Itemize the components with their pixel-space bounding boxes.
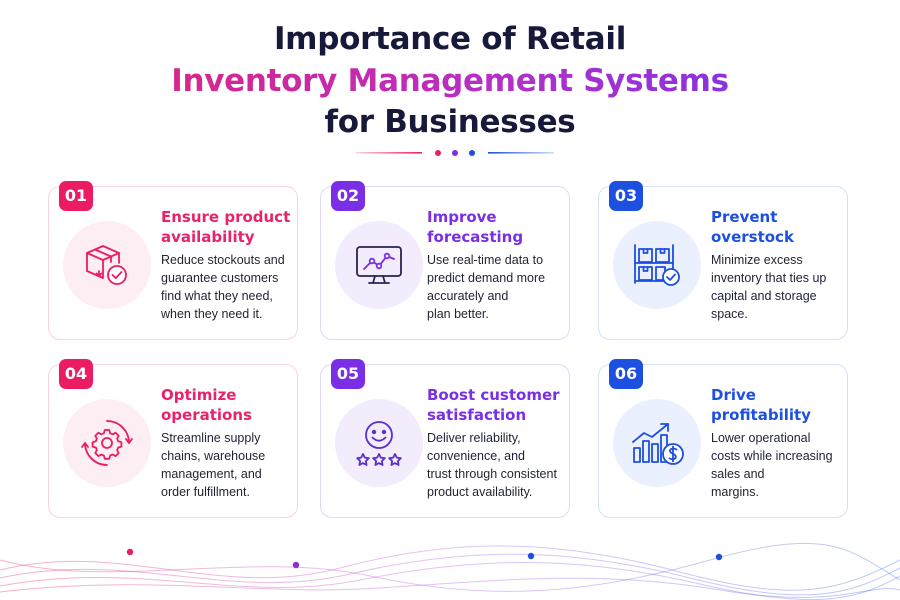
divider-dot-purple	[452, 150, 458, 156]
icon-circle	[613, 221, 701, 309]
monitor-chart-icon	[356, 246, 402, 284]
wave-dot-blue-2	[715, 553, 723, 561]
benefit-card-6: 06 Drive profitability Lower operational…	[598, 359, 848, 518]
card-description: Use real-time data to predict demand mor…	[427, 253, 546, 321]
icon-circle	[63, 221, 151, 309]
card-title: Optimize operations	[161, 386, 252, 424]
card-description: Reduce stockouts and guarantee customers…	[161, 253, 285, 321]
icon-circle	[335, 221, 423, 309]
card-number-badge: 06	[609, 359, 643, 389]
benefit-card-4: 04 Optimize operations Streamline supply…	[48, 359, 298, 518]
divider-dot-blue	[469, 150, 475, 156]
shelf-boxes-check-icon	[634, 244, 680, 286]
card-title: Drive profitability	[711, 386, 811, 424]
icon-circle	[63, 399, 151, 487]
page-title-line-1: Importance of Retail	[273, 21, 627, 57]
card-description: Lower operational costs while increasing…	[711, 431, 833, 499]
card-title: Improve forecasting	[427, 208, 524, 246]
divider-dot-pink	[435, 150, 441, 156]
benefit-card-1: 01 Ensure product availability Reduce st…	[48, 181, 298, 340]
card-description: Streamline supply chains, warehouse mana…	[161, 431, 266, 499]
benefit-card-2: 02 Improve forecasting Use real-time dat…	[320, 181, 570, 340]
benefit-card-3: 03 Prevent overstock Minimize excess inv…	[598, 181, 848, 340]
card-description: Deliver reliability, convenience, and tr…	[427, 431, 557, 499]
page-title-line-2: Inventory Management Systems	[0, 60, 900, 102]
card-title: Ensure product availability	[161, 208, 291, 246]
box-check-icon	[86, 245, 127, 285]
wave-dot-pink	[126, 548, 134, 556]
page-title-highlight: Inventory Management Systems	[171, 63, 729, 99]
title-divider	[356, 150, 554, 156]
card-number-badge: 03	[609, 181, 643, 211]
wave-dot-purple	[292, 561, 300, 569]
icon-circle	[613, 399, 701, 487]
card-title: Prevent overstock	[711, 208, 794, 246]
card-number-badge: 02	[331, 181, 365, 211]
page-title-line-3: for Businesses	[324, 104, 576, 140]
decorative-waves	[0, 542, 900, 600]
card-number-badge: 01	[59, 181, 93, 211]
icon-circle	[335, 399, 423, 487]
benefit-card-5: 05 Boost customer satisfaction Deliver r…	[320, 359, 570, 518]
card-number-badge: 05	[331, 359, 365, 389]
card-title: Boost customer satisfaction	[427, 386, 560, 424]
wave-dot-blue-1	[527, 552, 535, 560]
growth-chart-dollar-icon	[632, 423, 684, 465]
gear-cycle-icon	[81, 420, 133, 466]
smiley-stars-icon	[356, 421, 402, 466]
card-number-badge: 04	[59, 359, 93, 389]
card-description: Minimize excess inventory that ties up c…	[711, 253, 827, 321]
